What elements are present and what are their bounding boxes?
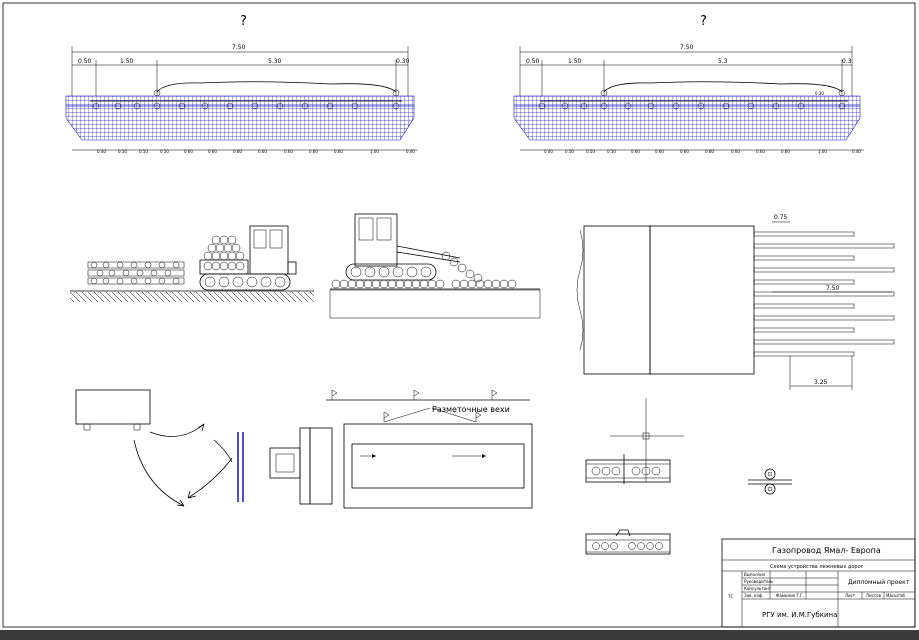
clamp-detail — [748, 468, 792, 495]
right-bottom-dim-4: 0.50 — [607, 149, 616, 154]
log-loader-machine — [70, 225, 314, 302]
left-bottom-dim-11: 0.60 — [334, 149, 343, 154]
left-total-width: 7.50 — [232, 44, 246, 51]
right-top-dim-1: 0.50 — [526, 58, 540, 65]
left-bottom-dim-12: 1.00 — [370, 149, 379, 154]
right-total-width: 7.50 — [680, 44, 694, 51]
mat-dim-mid: 7.50 — [826, 285, 840, 292]
sheet-title: Схема устройства лежневых дорог — [770, 563, 864, 570]
left-bottom-dim-13: 0.40 — [406, 149, 415, 154]
left-bottom-dim-3: 0.50 — [139, 149, 148, 154]
right-bottom-dim-2: 0.50 — [565, 149, 574, 154]
discipline-code: ТС — [727, 594, 733, 599]
right-logs — [538, 102, 846, 110]
mat-dim-top: 0.75 — [774, 214, 788, 221]
left-bottom-dim-8: 0.60 — [258, 149, 267, 154]
title-block: Газопровод Ямал- Европа Схема устройства… — [721, 538, 916, 628]
left-bottom-dim-4: 0.50 — [160, 149, 169, 154]
log-laying-machine — [329, 213, 541, 319]
right-bottom-dim-8: 0.60 — [705, 149, 714, 154]
student-name: Фамилия Т.Г. — [776, 593, 804, 598]
log-pile — [87, 261, 185, 285]
role-3: Консультант — [744, 586, 772, 591]
bottom-bar — [0, 630, 919, 640]
right-bottom-dim-12: 1.00 — [818, 149, 827, 154]
document-type: Дипломный проект — [848, 579, 910, 586]
left-top-dim-3: 5.30 — [268, 58, 282, 65]
left-bottom-dim-1: 0.40 — [97, 149, 106, 154]
left-top-dim-1: 0.50 — [78, 58, 92, 65]
role-4: Зав. каф. — [744, 593, 763, 598]
connection-detail — [585, 398, 684, 555]
col-scale: Масштаб — [886, 593, 906, 598]
col-sheets: Листов — [866, 593, 882, 598]
role-1: Выполнил — [744, 572, 766, 577]
role-2: Руководитель — [744, 579, 774, 584]
left-logs — [92, 102, 400, 110]
sledge-turn-scheme — [75, 389, 244, 507]
left-bottom-dim-7: 0.60 — [233, 149, 242, 154]
organization: РГУ им. И.М.Губкина — [762, 611, 837, 619]
right-side-dim: 0.30 — [815, 91, 824, 96]
right-bottom-dim-3: 0.50 — [586, 149, 595, 154]
cross-section-right: ? 7.50 0.50 1.50 5.3 0.3 0.30 0.40 0.50 … — [513, 14, 864, 154]
col-sheet: Лист — [845, 593, 856, 598]
left-section-title: ? — [240, 14, 247, 29]
project-title: Газопровод Ямал- Европа — [772, 546, 881, 555]
right-top-dim-4: 0.3 — [842, 58, 852, 65]
road-with-markers: Разметочные вехи — [269, 389, 533, 509]
left-bottom-dim-10: 0.60 — [309, 149, 318, 154]
right-bottom-dim-7: 0.60 — [680, 149, 689, 154]
left-bottom-dim-6: 0.60 — [208, 149, 217, 154]
left-bottom-dim-9: 0.60 — [284, 149, 293, 154]
left-bottom-dim-5: 0.60 — [184, 149, 193, 154]
right-bottom-dim-6: 0.60 — [655, 149, 664, 154]
right-top-dim-3: 5.3 — [718, 58, 728, 65]
right-top-dim-2: 1.50 — [568, 58, 582, 65]
right-section-title: ? — [700, 14, 707, 29]
cross-section-left: ? 7.50 0.50 1.50 5.30 0.30 0.40 0.50 0 — [65, 14, 418, 154]
right-bottom-dim-10: 0.60 — [756, 149, 765, 154]
right-bottom-dim-1: 0.40 — [544, 149, 553, 154]
right-bottom-dim-5: 0.60 — [631, 149, 640, 154]
right-bottom-dim-9: 0.60 — [731, 149, 740, 154]
left-top-dim-2: 1.50 — [120, 58, 134, 65]
sheet-frame — [2, 2, 916, 628]
road-mat-plan: 0.75 7.50 3.25 — [576, 214, 895, 390]
mat-dim-bottom: 3.25 — [814, 379, 828, 386]
right-bottom-dim-13: 0.40 — [852, 149, 861, 154]
left-bottom-dim-2: 0.50 — [118, 149, 127, 154]
marker-label: Разметочные вехи — [432, 405, 510, 414]
right-bottom-dim-11: 0.60 — [781, 149, 790, 154]
left-top-dim-4: 0.30 — [396, 58, 410, 65]
